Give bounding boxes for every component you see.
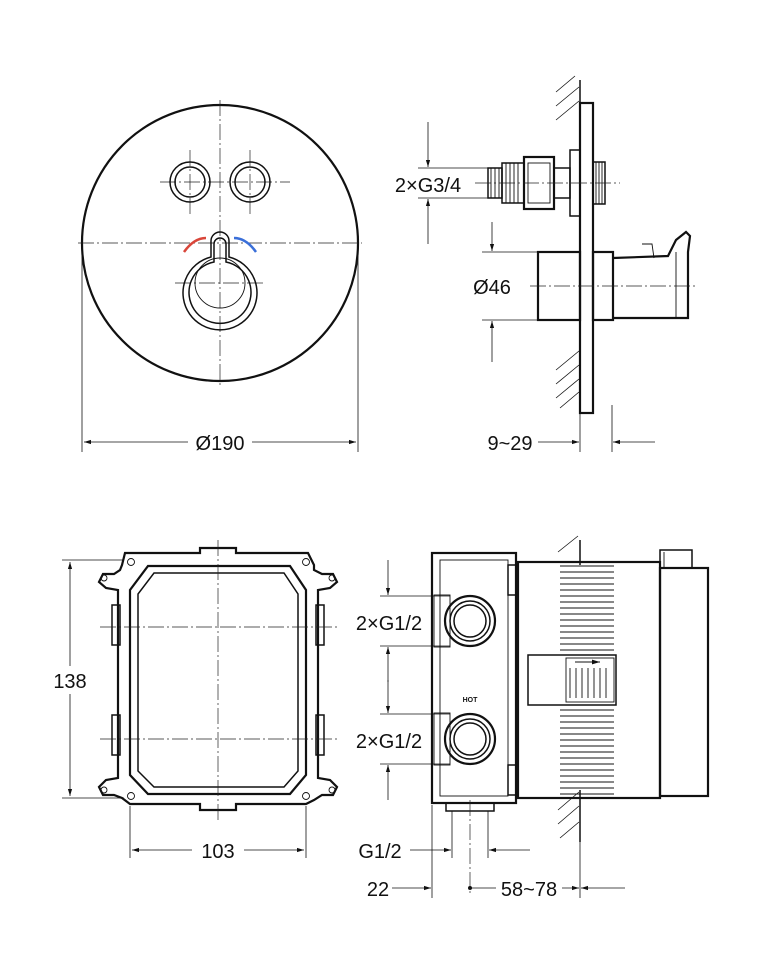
box-width-label: 103 [201,841,234,863]
plate-profile [578,101,595,415]
box-side-view: HOT [352,535,710,901]
install-depth-label: 58~78 [501,879,557,901]
handle-diameter-label: Ø46 [473,277,511,299]
inlet-thread-bottom-label: 2×G1/2 [356,731,422,753]
dimension-inlet-thread-bottom: 2×G1/2 [352,680,450,800]
front-view: Ø190 [78,100,362,455]
plate-diameter-label: Ø190 [196,433,245,455]
wall-depth-label: 9~29 [487,433,532,455]
dimension-inlet-thread-top: 2×G1/2 [352,560,450,682]
dimension-plate-diameter: Ø190 [81,245,359,455]
inlet-port-top [433,594,497,648]
outlet-thread-label: 2×G3/4 [395,175,461,197]
box-flange [97,546,339,812]
box-front-view: 138 103 [46,540,340,863]
wall-hatching-bottom [555,350,580,409]
inlet-port-bottom [433,712,497,766]
box-inner-outline [128,564,308,796]
dimension-bottom-thread: G1/2 [358,811,530,863]
wall-hatching-lower-top [557,535,579,553]
hot-mark [182,236,207,253]
bottom-thread-label: G1/2 [358,841,401,863]
wall-hatching-lower-bottom [557,791,580,839]
dimension-box-width: 103 [129,806,307,863]
temperature-handle [182,231,258,331]
handle-profile [536,230,692,322]
push-button-left [169,161,211,203]
inlet-thread-top-label: 2×G1/2 [356,613,422,635]
cold-mark [233,236,258,253]
valve-body [516,560,662,800]
hot-label: HOT [463,697,479,704]
dimension-install-depth: 58~78 [471,842,625,901]
wall-hatching-top [555,75,580,121]
side-view: 2×G3/4 Ø46 9~29 [390,75,696,455]
mounting-box [430,551,518,805]
cover-plate [80,103,360,383]
dimension-outlet-thread: 2×G3/4 [390,122,500,244]
push-button-right [229,161,271,203]
dimension-wall-depth: 9~29 [487,405,655,455]
dimension-offset: 22 [367,805,472,901]
box-height-label: 138 [53,671,86,693]
dimension-box-height: 138 [46,559,124,799]
offset-label: 22 [367,879,389,901]
protective-cap [658,566,710,798]
dimension-handle-diameter: Ø46 [468,222,540,362]
